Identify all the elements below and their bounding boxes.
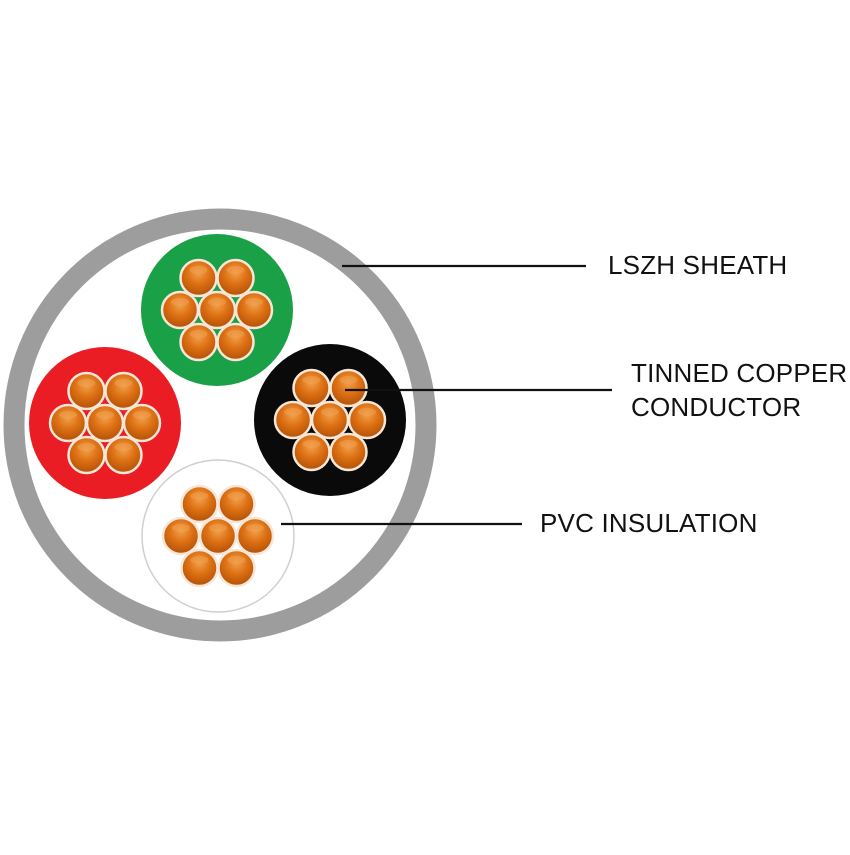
copper-strand — [273, 400, 313, 440]
strand-highlight — [59, 411, 77, 419]
copper-strand — [48, 403, 88, 443]
strand-highlight — [284, 408, 302, 416]
strand-highlight — [227, 492, 246, 500]
strand-highlight — [208, 298, 226, 306]
copper-strand — [329, 368, 368, 408]
copper-strand — [217, 548, 256, 588]
strand-highlight — [189, 330, 208, 338]
copper-strand — [347, 400, 387, 440]
copper-strand — [122, 403, 162, 443]
conductor-label-line-2: CONDUCTOR — [631, 392, 802, 422]
strand-highlight — [77, 379, 96, 387]
strand-highlight — [77, 443, 96, 451]
copper-strand — [292, 432, 331, 472]
strand-highlight — [321, 408, 339, 416]
strand-highlight — [302, 376, 321, 384]
strand-highlight — [246, 524, 264, 532]
copper-strand — [329, 432, 368, 472]
strand-highlight — [190, 492, 209, 500]
copper-strand — [85, 403, 125, 443]
strand-highlight — [209, 524, 227, 532]
strand-highlight — [172, 524, 190, 532]
lszh-sheath-label: LSZH SHEATH — [608, 250, 788, 280]
copper-strand — [160, 290, 200, 330]
strand-highlight — [339, 376, 358, 384]
strand-highlight — [227, 556, 246, 564]
strand-highlight — [226, 266, 245, 274]
conductor-label-line-1: TINNED COPPER — [631, 358, 848, 388]
copper-strand — [310, 400, 350, 440]
strand-highlight — [114, 379, 133, 387]
black-core — [254, 344, 406, 496]
strand-highlight — [190, 556, 209, 564]
copper-strand — [292, 368, 331, 408]
strand-highlight — [358, 408, 376, 416]
white-core — [141, 459, 295, 613]
pvc-insulation-label: PVC INSULATION — [540, 508, 758, 538]
strand-highlight — [226, 330, 245, 338]
copper-strand — [104, 435, 143, 475]
strand-highlight — [96, 411, 114, 419]
green-core — [141, 234, 293, 386]
copper-strand — [216, 258, 255, 298]
copper-strand — [161, 516, 201, 556]
strand-highlight — [171, 298, 189, 306]
copper-strand — [67, 435, 106, 475]
copper-strand — [198, 516, 238, 556]
strand-highlight — [189, 266, 208, 274]
copper-strand — [179, 258, 218, 298]
red-core — [29, 347, 181, 499]
copper-strand — [180, 548, 219, 588]
strand-highlight — [302, 440, 321, 448]
copper-strand — [179, 322, 218, 362]
copper-strand — [104, 371, 143, 411]
strand-highlight — [339, 440, 358, 448]
lszh-sheath — [3, 208, 437, 642]
strand-highlight — [133, 411, 151, 419]
strand-highlight — [114, 443, 133, 451]
copper-strand — [235, 516, 275, 556]
strand-highlight — [245, 298, 263, 306]
copper-strand — [180, 484, 219, 524]
copper-strand — [197, 290, 237, 330]
copper-strand — [234, 290, 274, 330]
copper-strand — [217, 484, 256, 524]
copper-strand — [216, 322, 255, 362]
tinned-copper-conductor-label: TINNED COPPER CONDUCTOR — [631, 356, 847, 424]
copper-strand — [67, 371, 106, 411]
